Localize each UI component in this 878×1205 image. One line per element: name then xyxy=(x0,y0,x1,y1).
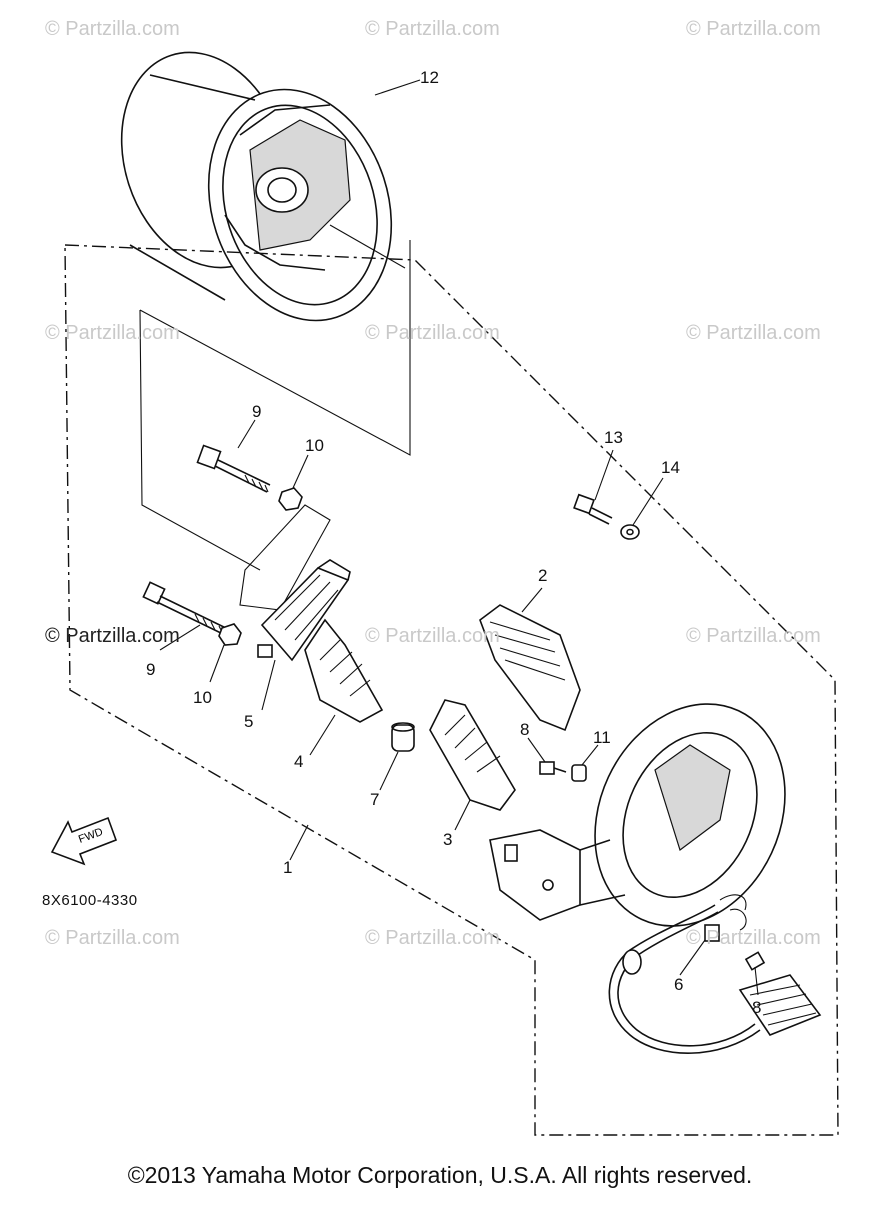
watermark: © Partzilla.com xyxy=(365,625,500,647)
part-3-unit xyxy=(429,699,516,811)
mounting-bracket xyxy=(239,504,331,611)
callout-6: 6 xyxy=(674,975,684,994)
bolt-9-lower xyxy=(142,581,231,637)
callout-14: 14 xyxy=(661,458,680,477)
callout-9: 9 xyxy=(252,402,262,421)
part-2-unit xyxy=(479,604,581,732)
callout-8: 8 xyxy=(520,720,530,739)
watermark: © Partzilla.com xyxy=(365,18,500,40)
callout-9: 9 xyxy=(146,660,156,679)
copyright-notice: ©2013 Yamaha Motor Corporation, U.S.A. A… xyxy=(127,1162,753,1188)
callout-12: 12 xyxy=(420,68,439,87)
callout-3: 3 xyxy=(443,830,453,849)
part-5-unit xyxy=(257,559,351,662)
fwd-arrow-icon: FWD xyxy=(50,816,118,866)
watermark: © Partzilla.com xyxy=(45,18,180,40)
callout-11: 11 xyxy=(593,728,611,747)
nut-10-lower xyxy=(218,623,242,646)
watermark: © Partzilla.com xyxy=(365,322,500,344)
callout-2: 2 xyxy=(538,566,548,585)
callout-1: 1 xyxy=(283,858,293,877)
flywheel-rotor xyxy=(120,51,406,322)
diagram-code: 8X6100-4330 xyxy=(42,892,138,909)
callout-5: 5 xyxy=(244,712,254,731)
phantom-outline xyxy=(139,240,411,571)
watermark: © Partzilla.com xyxy=(686,625,821,647)
nut-10-upper xyxy=(278,487,303,511)
watermark: © Partzilla.com xyxy=(686,18,821,40)
callout-4: 4 xyxy=(294,752,304,771)
screw-8-upper xyxy=(539,761,567,775)
callout-8: 8 xyxy=(752,998,762,1017)
callout-7: 7 xyxy=(370,790,380,809)
stator-plate xyxy=(489,703,786,927)
part-4-unit xyxy=(304,618,384,723)
bolt-13 xyxy=(573,493,613,525)
screw-8-lower xyxy=(744,951,766,971)
watermark: © Partzilla.com xyxy=(45,322,180,344)
washer-14 xyxy=(620,524,640,540)
watermark: © Partzilla.com xyxy=(365,927,500,949)
part-11-clamp xyxy=(571,764,587,782)
watermark: © Partzilla.com xyxy=(686,927,821,949)
stator-assembly-boundary xyxy=(64,244,839,1136)
watermark: © Partzilla.com xyxy=(45,927,180,949)
bolt-9-upper xyxy=(196,444,271,493)
leader-lines xyxy=(159,79,759,996)
callout-13: 13 xyxy=(604,428,623,447)
callout-10: 10 xyxy=(305,436,324,455)
part-7-sleeve xyxy=(391,722,415,752)
watermark: © Partzilla.com xyxy=(45,625,180,647)
wiring-harness xyxy=(608,894,822,1054)
watermark: © Partzilla.com xyxy=(686,322,821,344)
callout-10: 10 xyxy=(193,688,212,707)
